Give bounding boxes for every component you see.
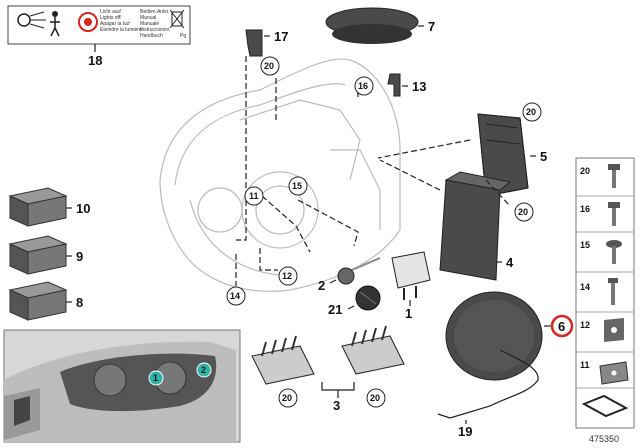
screw-14-icon	[608, 278, 618, 305]
callout-16: 16	[354, 76, 374, 96]
leader-21	[347, 305, 355, 310]
part-3-led-module-left	[251, 335, 315, 385]
person-warning-icon	[50, 11, 60, 37]
svg-text:2: 2	[201, 365, 206, 375]
callout-20c: 20	[514, 202, 534, 222]
part-9-block	[8, 235, 68, 275]
screw-20-icon	[608, 164, 620, 188]
part-3-led-module-right	[341, 325, 405, 375]
part-5-control-module	[477, 113, 529, 197]
label-7: 7	[428, 19, 435, 34]
part-19-wire	[449, 349, 539, 419]
part-1-igniter	[391, 251, 431, 300]
headlight-icon	[17, 11, 46, 29]
label-18: 18	[88, 53, 102, 68]
inset-headlight-photo: 1 2	[3, 329, 241, 443]
part-7-cap	[325, 7, 419, 44]
fastener-label-14: 14	[580, 282, 590, 292]
part-19-plug	[437, 413, 451, 419]
label-21: 21	[328, 302, 342, 317]
svg-text:15: 15	[292, 181, 302, 191]
inset-marker-2: 2	[196, 362, 212, 378]
callout-12: 12	[278, 266, 298, 286]
dash-20c	[485, 179, 511, 207]
fastener-label-11: 11	[580, 360, 590, 370]
part-4-ballast	[439, 171, 512, 281]
callout-14: 14	[226, 286, 246, 306]
part-6-rear-cover	[445, 291, 543, 381]
label-5: 5	[540, 149, 547, 164]
screw-16-icon	[608, 202, 620, 226]
callout-20d: 20	[278, 388, 298, 408]
svg-text:20: 20	[526, 107, 536, 117]
label-1: 1	[405, 306, 412, 321]
clip-11-icon	[599, 361, 629, 385]
svg-text:20: 20	[282, 393, 292, 403]
svg-text:1: 1	[153, 373, 158, 383]
fastener-label-20: 20	[580, 166, 590, 176]
highlight-6	[550, 314, 574, 338]
svg-text:16: 16	[358, 81, 368, 91]
warning-text-9: Handbuch	[140, 33, 163, 39]
fastener-label-12: 12	[580, 320, 590, 330]
screw-15-icon	[606, 240, 622, 264]
svg-text:12: 12	[282, 271, 292, 281]
inset-marker-1: 1	[148, 370, 164, 386]
warning-text-7: Manuale	[140, 21, 159, 27]
dash-12	[259, 248, 278, 271]
svg-text:20: 20	[264, 61, 274, 71]
callout-20a: 20	[260, 56, 280, 76]
recycle-bin-icon	[169, 9, 185, 29]
warning-text-1: Licht aus!	[100, 9, 121, 15]
label-8: 8	[76, 295, 83, 310]
dash-5	[377, 139, 471, 159]
warning-text-6: Manual	[140, 15, 156, 21]
svg-text:20: 20	[518, 207, 528, 217]
warning-text-3: Apagar la luz!	[100, 21, 131, 27]
dash-17	[236, 56, 247, 241]
warning-text-2: Lights off!	[100, 15, 122, 21]
warning-text-10: Pg	[180, 33, 186, 39]
svg-text:11: 11	[249, 191, 259, 201]
part-17-bracket	[245, 29, 263, 57]
label-2: 2	[318, 278, 325, 293]
label-10: 10	[76, 201, 90, 216]
leader-2	[329, 279, 337, 284]
dash-4	[379, 159, 441, 191]
label-13: 13	[412, 79, 426, 94]
callout-11: 11	[244, 186, 264, 206]
part-10-block	[8, 187, 68, 227]
label-17: 17	[274, 29, 288, 44]
label-9: 9	[76, 249, 83, 264]
fastener-label-15: 15	[580, 240, 590, 250]
part-2-bulb	[337, 257, 381, 285]
label-6: 6	[558, 319, 565, 334]
headlight-housing-outline	[159, 58, 401, 292]
lights-off-icon	[78, 12, 98, 32]
part-21-cover-cap	[355, 285, 381, 311]
label-19: 19	[458, 424, 472, 439]
document-id: 475350	[589, 434, 619, 444]
nut-12-icon	[604, 318, 624, 342]
warning-text-4: Eteindre la lumière!	[100, 27, 143, 33]
svg-text:14: 14	[230, 291, 240, 301]
label-3: 3	[333, 398, 340, 413]
callout-20b: 20	[522, 102, 542, 122]
warning-label: Licht aus! Lights off! Apagar la luz! Et…	[7, 5, 191, 45]
label-4: 4	[506, 255, 514, 270]
bracket-3	[321, 382, 355, 398]
callout-20e: 20	[366, 388, 386, 408]
dash-15	[297, 199, 359, 247]
gasket-icon	[581, 394, 629, 418]
callout-15: 15	[288, 176, 308, 196]
part-8-block	[8, 281, 68, 321]
dash-11	[261, 195, 311, 253]
part-13-clip	[387, 73, 401, 97]
warning-text-5: Bedien.Anlei.	[140, 9, 169, 15]
fastener-panel: 20 16 15 14 12 11	[575, 157, 635, 429]
warning-text-8: Instrucciones	[140, 27, 170, 33]
fastener-label-16: 16	[580, 204, 590, 214]
svg-text:20: 20	[370, 393, 380, 403]
